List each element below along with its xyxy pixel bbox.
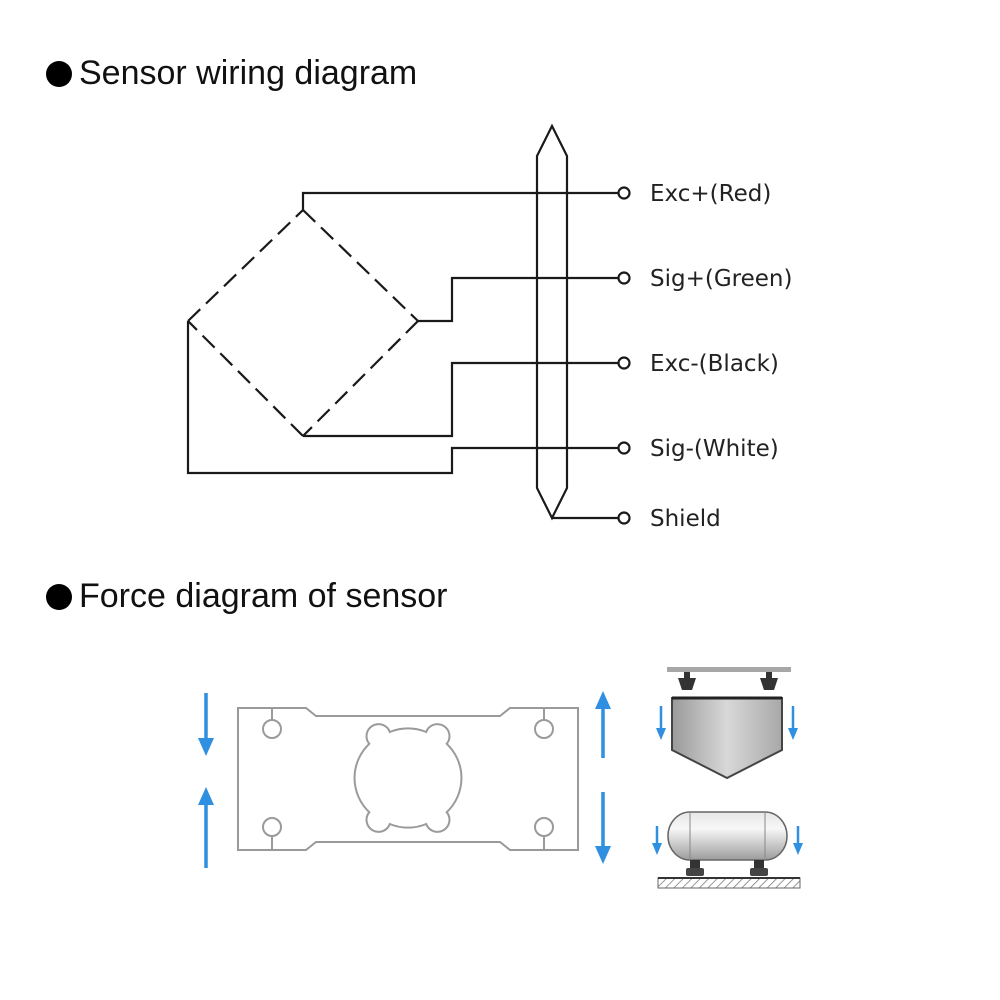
exc-minus-wire [303, 361, 618, 438]
tank-illustration [652, 811, 803, 889]
bullet-icon [46, 60, 72, 87]
bridge-diamond [187, 209, 419, 437]
wire-label-exc-plus: Exc+(Red) [650, 181, 771, 207]
wire-label-sig-minus: Sig-(White) [650, 436, 779, 462]
sig-plus-wire [418, 276, 618, 323]
terminal-exc-plus [617, 186, 631, 200]
terminal-sig-minus [617, 441, 631, 455]
hopper-illustration [656, 667, 798, 780]
terminal-sig-plus [617, 271, 631, 285]
force-section-title: Force diagram of sensor [46, 577, 448, 616]
bullet-icon [46, 583, 72, 610]
wire-label-shield: Shield [650, 506, 721, 530]
blue-force-arrow-icon [198, 693, 214, 756]
cable-sheath [535, 123, 569, 521]
terminal-exc-minus [617, 356, 631, 370]
force-title-text: Force diagram of sensor [79, 577, 448, 615]
force-diagram [198, 667, 803, 889]
wire-label-sig-plus: Sig+(Green) [650, 266, 792, 292]
wiring-section-title: Sensor wiring diagram [46, 54, 417, 93]
wire-label-exc-minus: Exc-(Black) [650, 351, 779, 377]
terminal-shield [617, 511, 631, 525]
sig-minus-wire [186, 321, 618, 475]
exc-plus-wire [301, 191, 618, 210]
load-cell [237, 707, 579, 851]
blue-force-arrow-icon [595, 691, 611, 758]
wiring-title-text: Sensor wiring diagram [79, 54, 418, 92]
blue-force-arrow-icon [198, 787, 214, 868]
load-cell-cutout [353, 723, 463, 833]
wiring-diagram: Exc+(Red) Sig+(Green) Exc-(Black) Sig-(W… [186, 123, 792, 530]
blue-force-arrow-icon [595, 792, 611, 864]
